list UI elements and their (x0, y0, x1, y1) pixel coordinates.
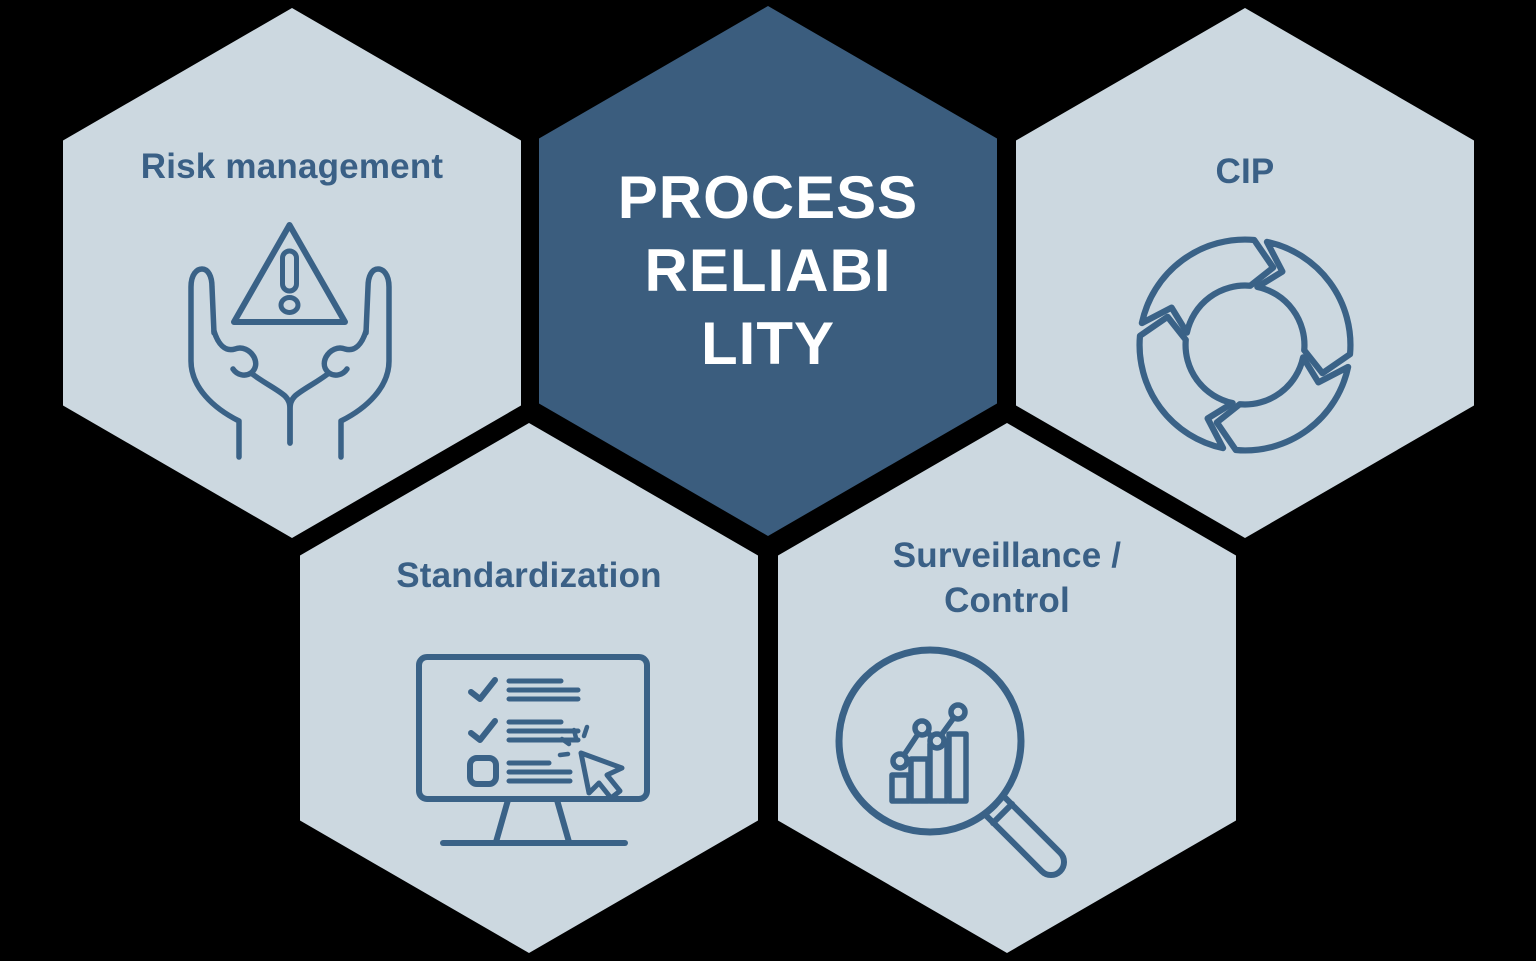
title-line-3: LITY (701, 310, 835, 377)
risk-management-label: Risk management (140, 147, 444, 186)
hexagon-process-reliability: PROCESS RELIABI LITY (539, 6, 997, 536)
exclamation-bar (280, 248, 299, 294)
hexagon-cip: CIP (1016, 8, 1474, 538)
bar-2 (908, 756, 931, 804)
text-lines-row3 (506, 760, 573, 784)
cursor-pointer (578, 750, 625, 801)
surveillance-label-line-1: Surveillance / (892, 536, 1122, 575)
text-lines-row2 (506, 719, 581, 743)
cip-label: CIP (1215, 152, 1275, 191)
checkmark-2 (468, 718, 498, 743)
click-sparks (557, 724, 590, 758)
trend-dot-2 (912, 718, 932, 738)
bar-1 (889, 772, 912, 804)
magnifier-collar (990, 801, 1015, 826)
monitor-leg-left (493, 797, 511, 845)
trend-line (897, 709, 961, 764)
trend-dot-4 (948, 702, 968, 722)
cycle-arrow-segment (1254, 238, 1354, 377)
monitor-frame (416, 654, 650, 802)
trend-dot-3 (927, 731, 947, 751)
hands-holding-warning-triangle-icon (188, 222, 407, 460)
monitor-leg-right (554, 797, 572, 845)
standardization-label: Standardization (396, 556, 662, 595)
text-lines-row1 (506, 678, 581, 702)
exclamation-dot (278, 295, 301, 315)
monitor-checklist-cursor-icon (416, 654, 650, 846)
surveillance-control-label: Surveillance / Control (778, 533, 1236, 623)
title-line-2: RELIABI (644, 237, 892, 304)
right-hand (290, 269, 389, 457)
warning-triangle (231, 222, 348, 325)
trend-dot-1 (890, 751, 910, 771)
continuous-improvement-cycle-arrows-icon (1130, 230, 1354, 460)
bar-4 (946, 731, 969, 804)
surveillance-label-line-2: Control (944, 581, 1070, 620)
empty-checkbox (467, 755, 499, 787)
hexagon-surveillance-control: Surveillance / Control (778, 423, 1236, 953)
bar-3 (927, 741, 950, 804)
checkmark-1 (468, 677, 498, 702)
left-hand (188, 266, 293, 460)
title-line-1: PROCESS (617, 164, 919, 231)
hexagon-risk-management: Risk management (63, 8, 521, 538)
magnifier-handle (981, 792, 1067, 878)
magnifier-bar-chart-icon (835, 646, 1067, 878)
hexagon-standardization: Standardization (300, 423, 758, 953)
magnifier-glass (835, 646, 1025, 836)
process-reliability-title: PROCESS RELIABI LITY (539, 161, 997, 380)
